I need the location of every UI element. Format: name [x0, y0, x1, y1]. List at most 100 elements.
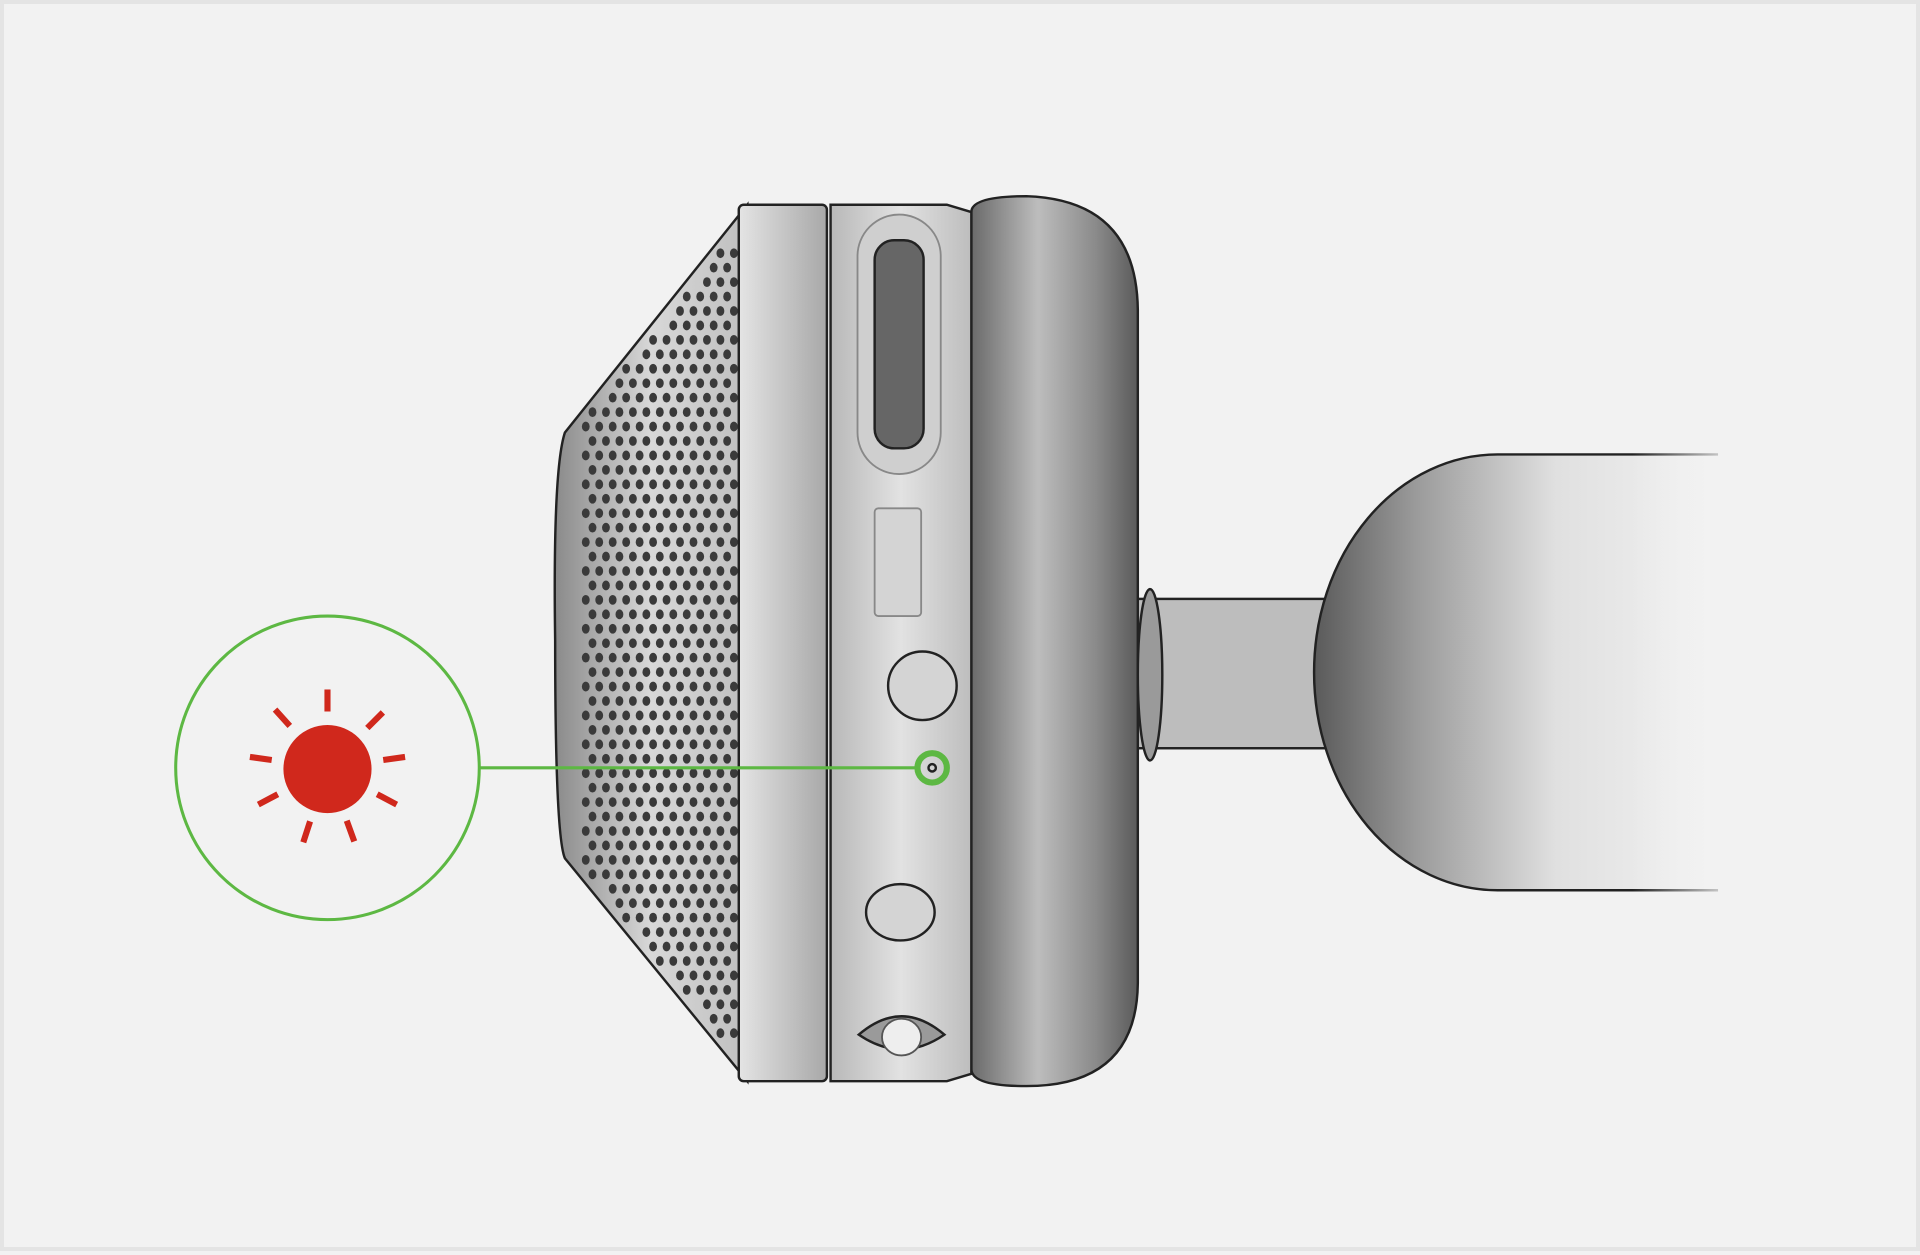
volume-slider-knob[interactable] [873, 239, 925, 450]
grille-hole [662, 710, 671, 721]
grille-hole [669, 464, 678, 475]
grille-hole [581, 508, 590, 519]
grille-hole [581, 681, 590, 692]
grille-hole [689, 363, 698, 374]
grille-hole [635, 739, 644, 750]
grille-hole [662, 681, 671, 692]
grille-hole [581, 826, 590, 836]
switch[interactable] [873, 507, 923, 617]
grille-hole [635, 854, 644, 865]
grille-hole [729, 739, 738, 750]
light-ray [249, 753, 273, 764]
grille-hole [729, 912, 738, 923]
grille-hole [723, 667, 732, 677]
grille-hole [716, 450, 725, 461]
grille-hole [649, 594, 658, 605]
grille-hole [595, 421, 604, 432]
button[interactable] [864, 882, 936, 942]
grille-hole [622, 652, 631, 663]
grille-hole [716, 566, 725, 576]
grille-hole [642, 522, 651, 533]
grille-hole [729, 306, 738, 316]
grille-hole [689, 566, 698, 576]
grille-hole [615, 522, 624, 533]
grille-hole [615, 840, 624, 851]
grille-hole [723, 782, 732, 793]
grille-hole [676, 363, 684, 374]
grille-hole [716, 970, 725, 981]
grille-hole [581, 797, 590, 807]
light-ray [300, 820, 313, 844]
grille-hole [703, 826, 711, 836]
grille-hole [649, 768, 658, 779]
grille-hole [723, 320, 732, 331]
grille-hole [602, 753, 610, 764]
grille-hole [723, 927, 732, 937]
grille-hole [588, 811, 597, 822]
grille-hole [709, 869, 718, 880]
grille-hole [655, 436, 664, 446]
grille-hole [588, 609, 597, 620]
grille-hole [703, 739, 711, 750]
grille-hole [649, 421, 658, 432]
grille-hole [628, 522, 637, 533]
grille-hole [649, 854, 658, 865]
grille-hole [729, 277, 738, 288]
grille-hole [709, 522, 718, 533]
grille-hole [716, 710, 725, 721]
headband [1135, 444, 1743, 901]
grille-hole [709, 493, 718, 504]
light-ray [365, 710, 386, 731]
grille-hole [595, 623, 604, 634]
grille-hole [729, 537, 738, 547]
grille-hole [709, 551, 718, 562]
grille-hole [689, 710, 698, 721]
grille-hole [669, 638, 678, 649]
grille-hole [682, 898, 691, 909]
grille-hole [642, 811, 651, 822]
grille-hole [729, 450, 738, 461]
grille-hole [622, 681, 631, 692]
grille-hole [729, 594, 738, 605]
grille-hole [649, 450, 658, 461]
grille-hole [662, 826, 671, 836]
grille-hole [602, 696, 610, 706]
grille-hole [581, 710, 590, 721]
grille-hole [615, 609, 624, 620]
grille-hole [676, 941, 684, 952]
grille-hole [588, 840, 597, 851]
grille-hole [716, 248, 725, 259]
grille-hole [682, 724, 691, 735]
grille-hole [595, 479, 604, 490]
grille-hole [696, 580, 705, 591]
grille-hole [676, 508, 684, 519]
grille-hole [729, 681, 738, 692]
grille-hole [608, 508, 617, 519]
grille-hole [716, 797, 725, 807]
grille-hole [716, 883, 725, 894]
grille-hole [669, 753, 678, 764]
speaker-grille [553, 201, 749, 1085]
ear-cushion [970, 194, 1140, 1088]
grille-hole [723, 580, 732, 591]
grille-hole [729, 941, 738, 952]
grille-hole [649, 334, 658, 345]
power-button[interactable] [886, 650, 958, 722]
grille-hole [642, 696, 651, 706]
grille-hole [703, 912, 711, 923]
grille-hole [581, 623, 590, 634]
grille-hole [615, 407, 624, 418]
grille-hole [716, 768, 725, 779]
grille-hole [655, 667, 664, 677]
grille-hole [709, 291, 718, 302]
grille-hole [703, 363, 711, 374]
grille-hole [655, 349, 664, 360]
grille-hole [615, 869, 624, 880]
grille-hole [723, 291, 732, 302]
grille-hole [709, 984, 718, 995]
grille-hole [622, 421, 631, 432]
grille-hole [655, 580, 664, 591]
grille-hole [703, 537, 711, 547]
grille-hole [729, 652, 738, 663]
